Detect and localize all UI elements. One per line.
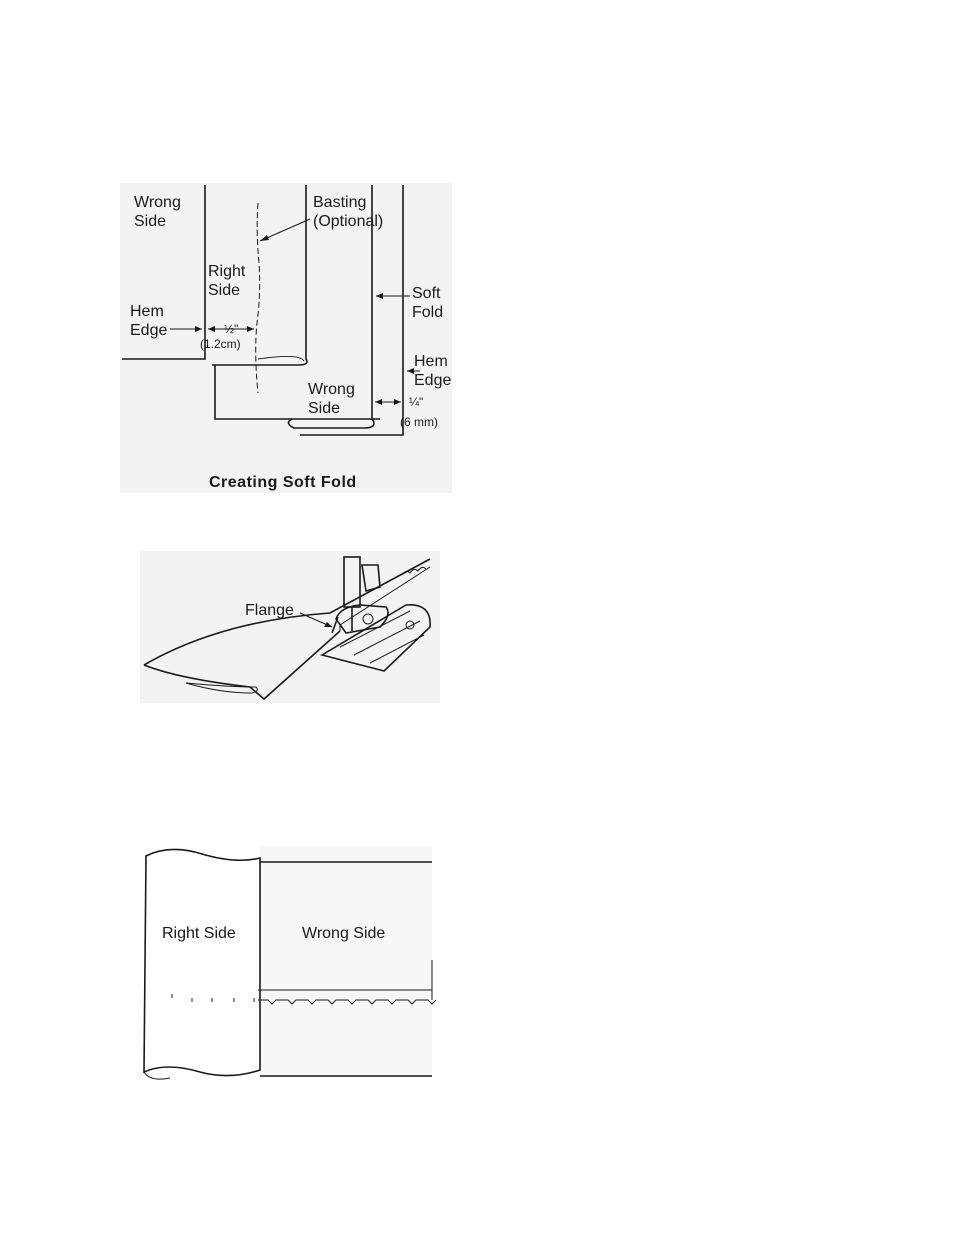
label-quarter-inch-metric: (6 mm) <box>400 415 438 429</box>
label-right-side-1: Right <box>208 263 246 280</box>
figure-caption: Creating Soft Fold <box>209 474 357 491</box>
label-half-inch-metric: (1.2cm) <box>200 337 241 351</box>
figure-finished-hem: Right Side Wrong Side <box>140 840 436 1082</box>
figure-creating-soft-fold: Wrong Side Basting (Optional) Right Side… <box>120 183 452 493</box>
label-wrong-side-top-2: Side <box>134 213 166 230</box>
figure-background <box>140 551 440 703</box>
wrong-side-panel-fill <box>260 846 432 1078</box>
label-half-inch: ½" <box>224 322 238 336</box>
label-wrong-side-bottom-2: Side <box>308 400 340 417</box>
label-hem-edge-left-1: Hem <box>130 303 164 320</box>
label-soft-fold-2: Fold <box>412 304 443 321</box>
label-basting-2: (Optional) <box>313 213 383 230</box>
label-hem-edge-left-2: Edge <box>130 322 167 339</box>
label-wrong-side: Wrong Side <box>302 925 385 942</box>
label-right-side: Right Side <box>162 925 236 942</box>
stitch-dots <box>172 994 254 1002</box>
label-basting-1: Basting <box>313 194 366 211</box>
right-side-flap <box>144 849 260 1075</box>
label-soft-fold-1: Soft <box>412 285 441 302</box>
presser-foot-diagram: Flange <box>140 551 440 703</box>
label-quarter-inch: ¼" <box>409 395 423 409</box>
label-wrong-side-top-1: Wrong <box>134 194 181 211</box>
finished-hem-diagram: Right Side Wrong Side <box>140 840 436 1082</box>
label-hem-edge-right-2: Edge <box>414 372 451 389</box>
label-right-side-2: Side <box>208 282 240 299</box>
label-flange: Flange <box>245 602 294 619</box>
soft-fold-diagram: Wrong Side Basting (Optional) Right Side… <box>120 183 452 493</box>
label-wrong-side-bottom-1: Wrong <box>308 381 355 398</box>
label-hem-edge-right-1: Hem <box>414 353 448 370</box>
figure-presser-foot-flange: Flange <box>140 551 440 703</box>
